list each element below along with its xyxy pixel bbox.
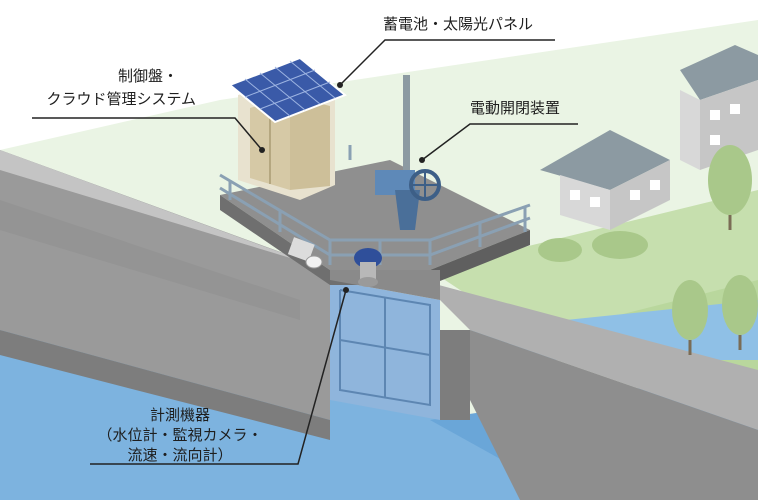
pole xyxy=(403,75,410,195)
label-measuring-line3: 流速・流向計） xyxy=(127,446,233,464)
right-wall-top xyxy=(420,280,758,430)
water-level-sensor-icon xyxy=(354,248,382,287)
trees xyxy=(538,145,758,340)
motor-wheel-icon xyxy=(375,169,441,230)
label-measuring-line1: 計測機器 xyxy=(149,406,210,424)
label-motor-device: 電動開閉装置 xyxy=(470,99,561,117)
leader-lines xyxy=(32,39,578,465)
cabinet-door-right xyxy=(290,96,330,190)
solar-panel-icon xyxy=(228,56,347,124)
label-battery-solar: 蓄電池・太陽光パネル xyxy=(383,15,534,33)
right-pier xyxy=(440,330,470,420)
label-control-panel-line2: クラウド管理システム xyxy=(46,90,196,108)
gate-frame xyxy=(339,289,431,407)
label-control-panel-line1: 制御盤・ xyxy=(117,67,178,85)
camera-icon xyxy=(287,237,323,269)
tree-trunks xyxy=(688,215,742,355)
right-wall xyxy=(470,330,758,500)
left-wall-edge xyxy=(0,330,330,440)
house-far xyxy=(680,45,758,170)
label-measuring-line2: （水位計・監視カメラ・ xyxy=(97,426,263,444)
platform-side xyxy=(430,230,530,285)
platform-beam xyxy=(330,270,440,300)
house-near xyxy=(540,130,670,230)
left-wall-shade xyxy=(0,200,300,320)
